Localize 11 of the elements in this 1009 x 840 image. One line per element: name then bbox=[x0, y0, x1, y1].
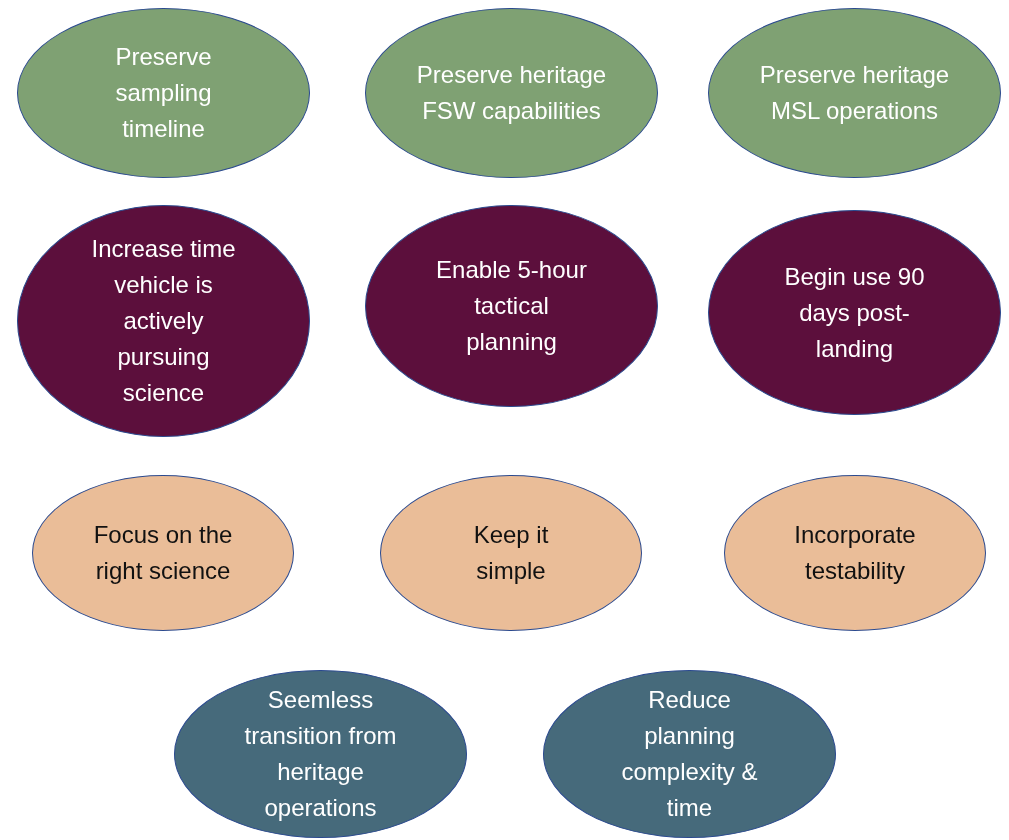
goal-label: Preserve sampling timeline bbox=[114, 42, 213, 144]
goal-label: Enable 5-hour tactical planning bbox=[435, 255, 588, 357]
goal-label: Focus on the right science bbox=[93, 520, 233, 586]
goal-label: Preserve heritage MSL operations bbox=[759, 60, 950, 126]
goal-label: Incorporate testability bbox=[793, 520, 917, 586]
goal-label: Increase time vehicle is actively pursuing science bbox=[90, 234, 237, 408]
goal-label: Preserve heritage FSW capabilities bbox=[416, 60, 607, 126]
goal-label: Reduce planning complexity & time bbox=[620, 685, 759, 823]
goal-label: Begin use 90 days post-landing bbox=[783, 261, 926, 364]
goal-label: Keep it simple bbox=[472, 520, 550, 586]
goal-label: Seemless transition from heritage operations bbox=[243, 685, 398, 823]
